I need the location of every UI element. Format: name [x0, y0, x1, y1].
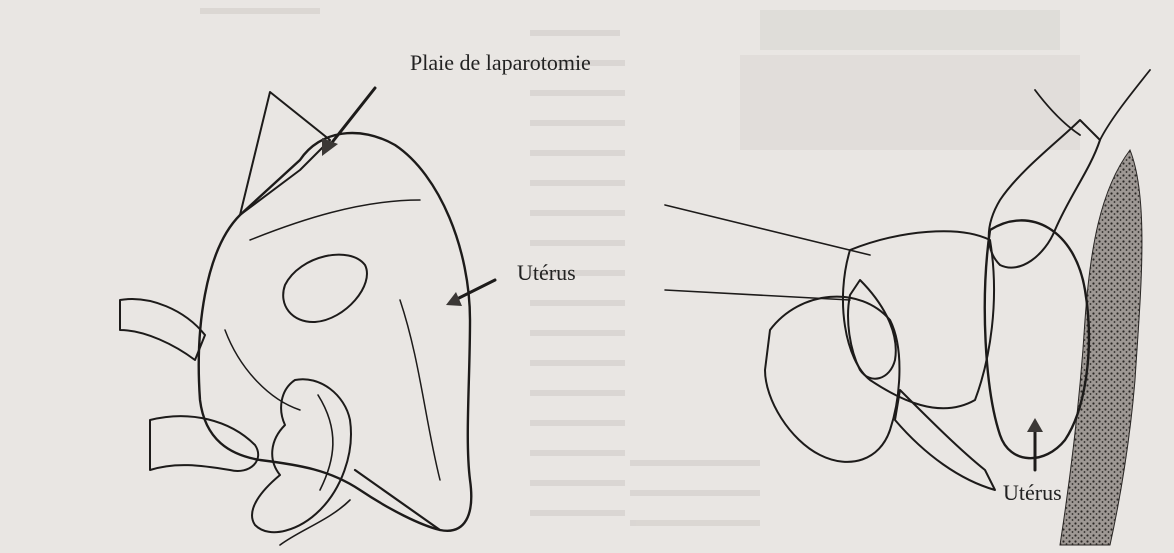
- calf-head: [765, 297, 899, 462]
- abdominal-wall: [1060, 150, 1142, 545]
- laparotomy-wound-label: Plaie de laparotomie: [410, 50, 591, 76]
- uterus-label-right: Utérus: [1003, 480, 1062, 506]
- uterus-label-left: Utérus: [517, 260, 576, 286]
- surgeon-hand-middle: [848, 280, 896, 379]
- left-illustration: [120, 88, 495, 545]
- calf: [843, 231, 994, 408]
- surgeon-hand-left: [150, 416, 258, 471]
- surgeon-hand-right: [252, 379, 351, 532]
- wound-arrow-icon: [330, 88, 375, 145]
- uterus-arrow-left-icon: [455, 280, 495, 300]
- laparotomy-wound-flap: [240, 92, 330, 215]
- scalpel-icon: [355, 470, 440, 530]
- uterine-incision: [283, 255, 367, 322]
